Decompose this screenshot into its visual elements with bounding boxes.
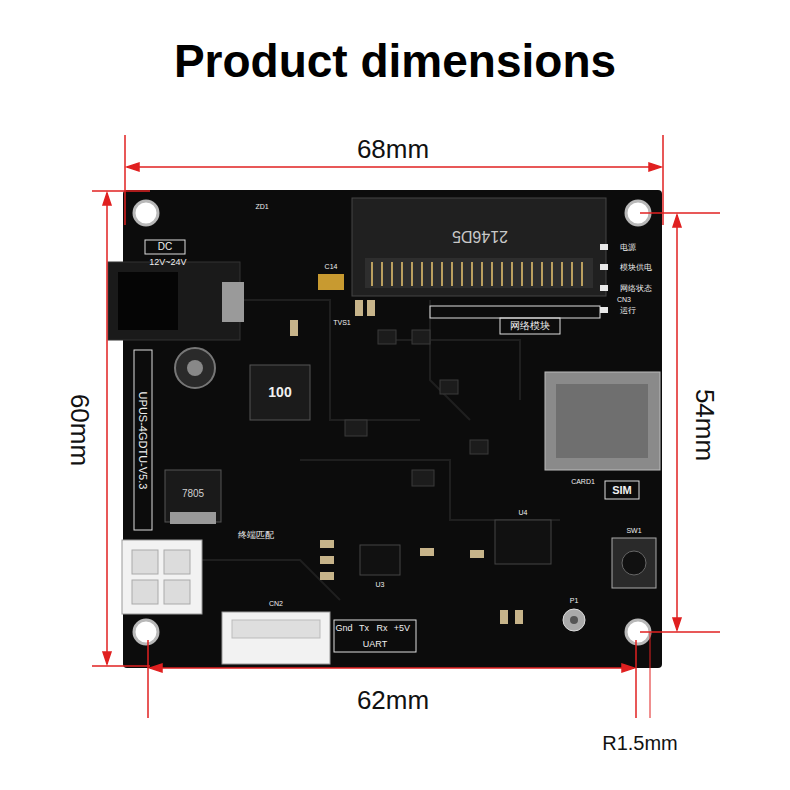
part-name: U4 [519,509,528,516]
dimension-label: 54mm [692,389,718,461]
led-label: 运行 [620,307,636,315]
silkscreen-label: DC [158,242,172,252]
silkscreen-label: 终端匹配 [238,531,274,540]
board-name: UPUS-4GDTU-V5.3 [137,391,148,489]
pin-name: Gnd [335,624,352,633]
silkscreen-label: SIM [612,485,632,496]
inductor-marking: 100 [268,385,291,399]
part-name: U3 [376,581,385,588]
silkscreen-label: 网络模块 [510,321,550,331]
silkscreen-label: UART [363,640,387,649]
pin-name: Tx [359,624,369,633]
led-label: 电源 [620,244,636,252]
part-name: P1 [570,597,579,604]
part-name: SW1 [626,527,641,534]
part-name: CN2 [269,600,283,607]
part-name: CN3 [617,296,631,303]
silkscreen-label: 12V~24V [149,258,186,267]
led-label: 模块供电 [620,264,652,272]
regulator-marking: 7805 [182,489,204,499]
radius-label: R1.5mm [602,733,678,753]
pin-name: Rx [377,624,388,633]
dimension-label: 62mm [357,687,429,713]
pin-name: +5V [394,624,410,633]
dimension-label: 68mm [357,136,429,162]
dimension-label: 60mm [67,394,93,466]
part-name: C14 [325,263,338,270]
part-name: TVS1 [333,319,351,326]
led-label: 网络状态 [620,285,652,293]
connector-marking: 2146D5 [452,228,508,244]
part-name: ZD1 [255,203,268,210]
page-title: Product dimensions [0,36,790,87]
silkscreen-label: CARD1 [571,478,595,485]
